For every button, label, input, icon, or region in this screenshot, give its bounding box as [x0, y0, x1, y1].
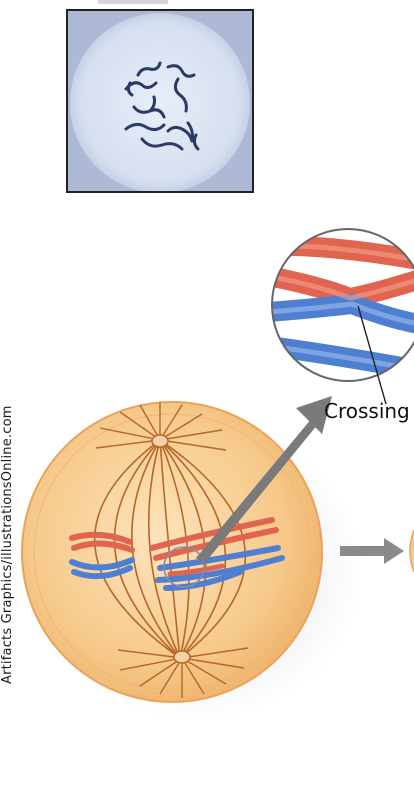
- crossing-lens: [272, 229, 414, 381]
- chromosome-tetrad-left: [69, 531, 135, 580]
- micrograph-cell: [70, 13, 250, 191]
- cell-inner-ring: [33, 413, 311, 691]
- centrosome-top: [151, 434, 169, 448]
- cropped-top-element: [98, 0, 168, 4]
- centrosome-bottom: [173, 650, 191, 664]
- illustration-credit: Artifacts Graphics/illustrationsOnline.c…: [0, 405, 15, 684]
- micrograph-panel: [66, 9, 254, 193]
- next-stage-arrow: [340, 538, 404, 564]
- crossing-leader-line: [357, 305, 387, 405]
- crossing-label: Crossing: [324, 399, 410, 423]
- zoom-arrow: [196, 396, 332, 564]
- magnifier-ring: [163, 546, 205, 588]
- next-cell-edge: [409, 529, 414, 573]
- aster-bottom: [117, 647, 249, 698]
- chromosome-tetrad-right: [149, 517, 285, 591]
- micrograph-chromosomes: [124, 61, 200, 151]
- aster-top: [95, 402, 227, 451]
- crossing-lens-rim: [271, 228, 414, 382]
